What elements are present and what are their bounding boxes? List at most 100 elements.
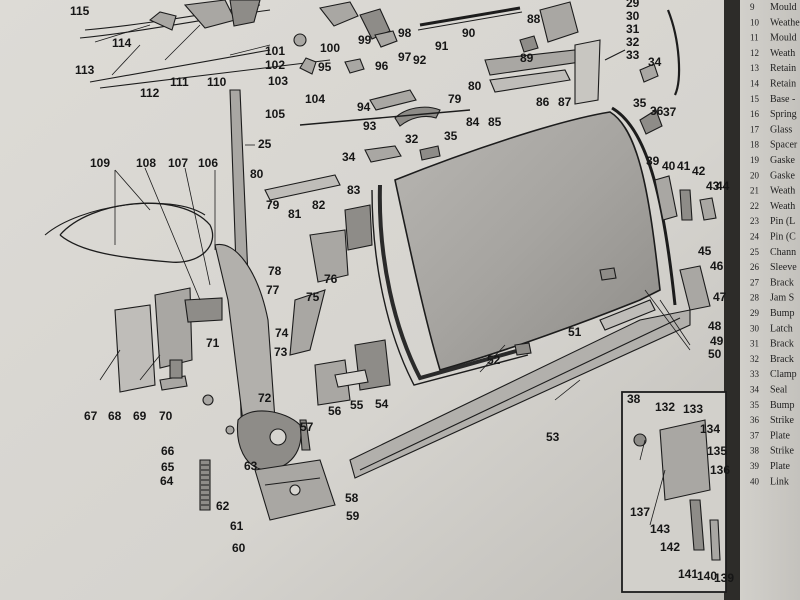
legend-text: Mould xyxy=(770,2,797,13)
legend-text: Plate xyxy=(770,430,791,441)
legend-number: 18 xyxy=(750,140,760,150)
legend-number: 23 xyxy=(750,216,760,226)
legend-number: 25 xyxy=(750,247,760,257)
legend-text: Brack xyxy=(770,339,794,350)
legend-number: 29 xyxy=(750,308,760,318)
legend-number: 35 xyxy=(750,400,760,410)
legend-number: 10 xyxy=(750,17,760,27)
callout-number: 93 xyxy=(363,119,377,133)
legend-text: Strike xyxy=(770,446,794,457)
legend-text: Gaske xyxy=(770,155,796,166)
callout-number: 42 xyxy=(692,164,706,178)
callout-number: 136 xyxy=(710,463,730,477)
legend-number: 37 xyxy=(750,430,760,440)
callout-number: 96 xyxy=(375,59,389,73)
legend-text: Clamp xyxy=(770,369,797,380)
callout-number: 99 xyxy=(358,33,372,47)
callout-number: 91 xyxy=(435,39,449,53)
callout-number: 86 xyxy=(536,95,550,109)
callout-number: 140 xyxy=(697,569,717,583)
legend-number: 16 xyxy=(750,109,760,119)
callout-number: 76 xyxy=(324,272,338,286)
callout-number: 111 xyxy=(170,75,189,89)
callout-number: 79 xyxy=(266,198,280,212)
legend-number: 31 xyxy=(750,339,759,349)
legend-text: Retain xyxy=(770,63,796,74)
callout-number: 35 xyxy=(444,129,458,143)
callout-number: 97 xyxy=(398,50,412,64)
callout-number: 32 xyxy=(405,132,419,146)
callout-number: 73 xyxy=(274,345,288,359)
callout-number: 37 xyxy=(663,105,677,119)
callout-number: 114 xyxy=(112,36,132,50)
legend-text: Weath xyxy=(770,186,795,197)
callout-number: 47 xyxy=(713,290,727,304)
callout-number: 32 xyxy=(626,35,640,49)
callout-number: 36 xyxy=(650,104,664,118)
callout-number: 51 xyxy=(568,325,582,339)
callout-number: 31 xyxy=(626,22,640,36)
callout-number: 106 xyxy=(198,156,218,170)
book-spine xyxy=(724,0,742,600)
legend-text: Plate xyxy=(770,461,791,472)
callout-number: 139 xyxy=(714,571,734,585)
callout-number: 100 xyxy=(320,41,340,55)
callout-number: 48 xyxy=(708,319,722,333)
legend-number: 32 xyxy=(750,354,759,364)
callout-number: 29 xyxy=(626,0,640,10)
legend-number: 19 xyxy=(750,155,760,165)
callout-number: 135 xyxy=(707,444,727,458)
callout-number: 138 xyxy=(0,0,20,3)
callout-number: 64 xyxy=(160,474,174,488)
legend-text: Mould xyxy=(770,33,797,44)
callout-number: 34 xyxy=(648,55,662,69)
legend-text: Spacer xyxy=(770,140,798,151)
callout-number: 61 xyxy=(230,519,244,533)
callout-number: 56 xyxy=(328,404,342,418)
callout-number: 84 xyxy=(466,115,480,129)
callout-number: 33 xyxy=(626,48,640,62)
legend-number: 17 xyxy=(750,124,760,134)
legend-text: Retain xyxy=(770,79,796,90)
callout-number: 98 xyxy=(398,26,412,40)
callout-number: 44 xyxy=(716,179,730,193)
callout-number: 53 xyxy=(546,430,560,444)
legend-text: Jam S xyxy=(770,293,794,304)
callout-number: 141 xyxy=(678,567,698,581)
callout-number: 132 xyxy=(655,400,675,414)
callout-number: 59 xyxy=(346,509,360,523)
legend-number: 33 xyxy=(750,369,760,379)
callout-number: 43 xyxy=(706,179,720,193)
callout-number: 62 xyxy=(216,499,230,513)
callout-number: 50 xyxy=(708,347,722,361)
legend-text: Base - xyxy=(770,94,795,105)
callout-number: 41 xyxy=(677,159,691,173)
callout-number: 39 xyxy=(646,154,660,168)
callout-number: 134 xyxy=(700,422,720,436)
legend-number: 26 xyxy=(750,262,760,272)
legend-text: Spring xyxy=(770,109,797,120)
callout-number: 65 xyxy=(161,460,175,474)
callout-number: 66 xyxy=(161,444,175,458)
callout-number: 67 xyxy=(84,409,98,423)
callout-number: 142 xyxy=(660,540,680,554)
callout-number: 92 xyxy=(413,53,427,67)
legend-number: 34 xyxy=(750,385,760,395)
callout-number: 81 xyxy=(288,207,302,221)
legend-text: Gaske xyxy=(770,170,796,181)
legend-number: 15 xyxy=(750,94,760,104)
callout-number: 87 xyxy=(558,95,572,109)
callout-number: 95 xyxy=(318,60,332,74)
callout-number: 54 xyxy=(375,397,389,411)
callout-number: 25 xyxy=(258,137,272,151)
legend-number: 38 xyxy=(750,446,760,456)
legend-text: Chann xyxy=(770,247,796,258)
callout-number: 68 xyxy=(108,409,122,423)
legend-text: Weath xyxy=(770,201,795,212)
callout-number: 52 xyxy=(487,353,501,367)
callout-number: 58 xyxy=(345,491,359,505)
legend-text: Weathe xyxy=(770,17,800,28)
